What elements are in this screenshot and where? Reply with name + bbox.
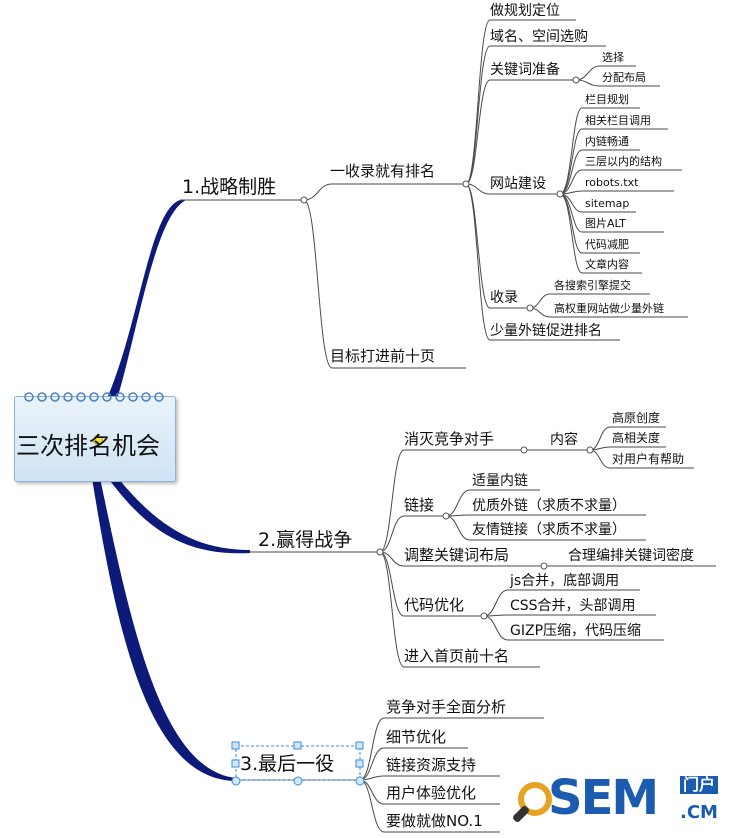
b2-sub-4-child[interactable]: CSS合并，头部调用 <box>510 598 636 614</box>
sem-watermark-logo: SEM 门户 .CM <box>511 770 736 834</box>
b1-item-4-child[interactable]: 图片ALT <box>585 217 626 230</box>
b1-item-1[interactable]: 做规划定位 <box>490 3 560 19</box>
b2-sub-5-label[interactable]: 进入首页前十名 <box>404 647 510 665</box>
b3-child[interactable]: 细节优化 <box>386 728 447 746</box>
b3-child[interactable]: 要做就做NO.1 <box>386 812 483 830</box>
root-node-box[interactable] <box>14 392 176 482</box>
b2-sub-4-child[interactable]: js合并，底部调用 <box>510 573 620 589</box>
logo-brand-text: SEM <box>548 770 659 826</box>
b1-sub-2-label[interactable]: 目标打进前十页 <box>330 347 436 365</box>
root-label: 三次排名机会 <box>16 432 160 460</box>
b2-sub-4-child[interactable]: GIZP压缩，代码压缩 <box>510 623 642 639</box>
branch-3-label[interactable]: 3.最后一役 <box>240 753 335 775</box>
b1-item-4[interactable]: 网站建设 <box>490 176 546 192</box>
b2-sub-1-child[interactable]: 高原创度 <box>612 411 661 425</box>
root-anchor-dot <box>93 435 103 445</box>
b1-sub-1-label[interactable]: 一收录就有排名 <box>330 162 436 180</box>
logo-cn-text: 门户 <box>680 776 719 794</box>
b3-child[interactable]: 链接资源支持 <box>386 756 477 774</box>
b1-item-4-child[interactable]: 三层以内的结构 <box>585 155 662 168</box>
b2-sub-3-child[interactable]: 合理编排关键词密度 <box>568 548 694 564</box>
branch-2-label[interactable]: 2.赢得战争 <box>258 529 353 551</box>
b1-item-4-child[interactable]: 相关栏目调用 <box>585 114 651 127</box>
b1-item-4-child[interactable]: 栏目规划 <box>585 93 629 106</box>
b2-sub-4-label[interactable]: 代码优化 <box>404 596 465 614</box>
b1-item-4-child[interactable]: 文章内容 <box>585 258 629 271</box>
b2-sub-2-child[interactable]: 适量内链 <box>472 473 528 489</box>
b2-sub-1-child[interactable]: 对用户有帮助 <box>612 452 685 466</box>
b2-sub-1-child[interactable]: 高相关度 <box>612 431 661 445</box>
b2-sub-1-mid[interactable]: 内容 <box>550 432 578 448</box>
branch-1-label[interactable]: 1.战略制胜 <box>182 176 277 198</box>
b1-item-4-child[interactable]: robots.txt <box>585 176 639 189</box>
spiral-binding <box>24 392 164 402</box>
b1-item-6[interactable]: 少量外链促进排名 <box>490 323 602 339</box>
b1-item-5[interactable]: 收录 <box>490 290 518 306</box>
b2-sub-2-child[interactable]: 优质外链（求质不求量） <box>472 498 626 514</box>
b1-item-4-child[interactable]: 内链畅通 <box>585 135 629 148</box>
b1-item-4-child[interactable]: sitemap <box>585 197 630 210</box>
b3-child[interactable]: 用户体验优化 <box>386 784 477 802</box>
b3-child[interactable]: 竞争对手全面分析 <box>386 698 507 716</box>
b2-sub-2-label[interactable]: 链接 <box>404 496 435 514</box>
b1-item-3-child[interactable]: 选择 <box>602 51 624 64</box>
b2-sub-3-label[interactable]: 调整关键词布局 <box>404 546 510 564</box>
b1-item-3[interactable]: 关键词准备 <box>490 62 560 78</box>
b2-sub-1-label[interactable]: 消灭竞争对手 <box>404 430 495 448</box>
b1-item-5-child[interactable]: 各搜索引擎提交 <box>554 279 631 292</box>
b1-item-3-child[interactable]: 分配布局 <box>602 71 646 84</box>
b2-sub-2-child[interactable]: 友情链接（求质不求量） <box>472 522 626 538</box>
b1-item-4-child[interactable]: 代码减肥 <box>585 238 629 251</box>
b1-item-2[interactable]: 域名、空间选购 <box>490 29 588 45</box>
logo-domain-text: .CM <box>680 802 718 823</box>
b1-item-5-child[interactable]: 高权重网站做少量外链 <box>554 302 664 315</box>
